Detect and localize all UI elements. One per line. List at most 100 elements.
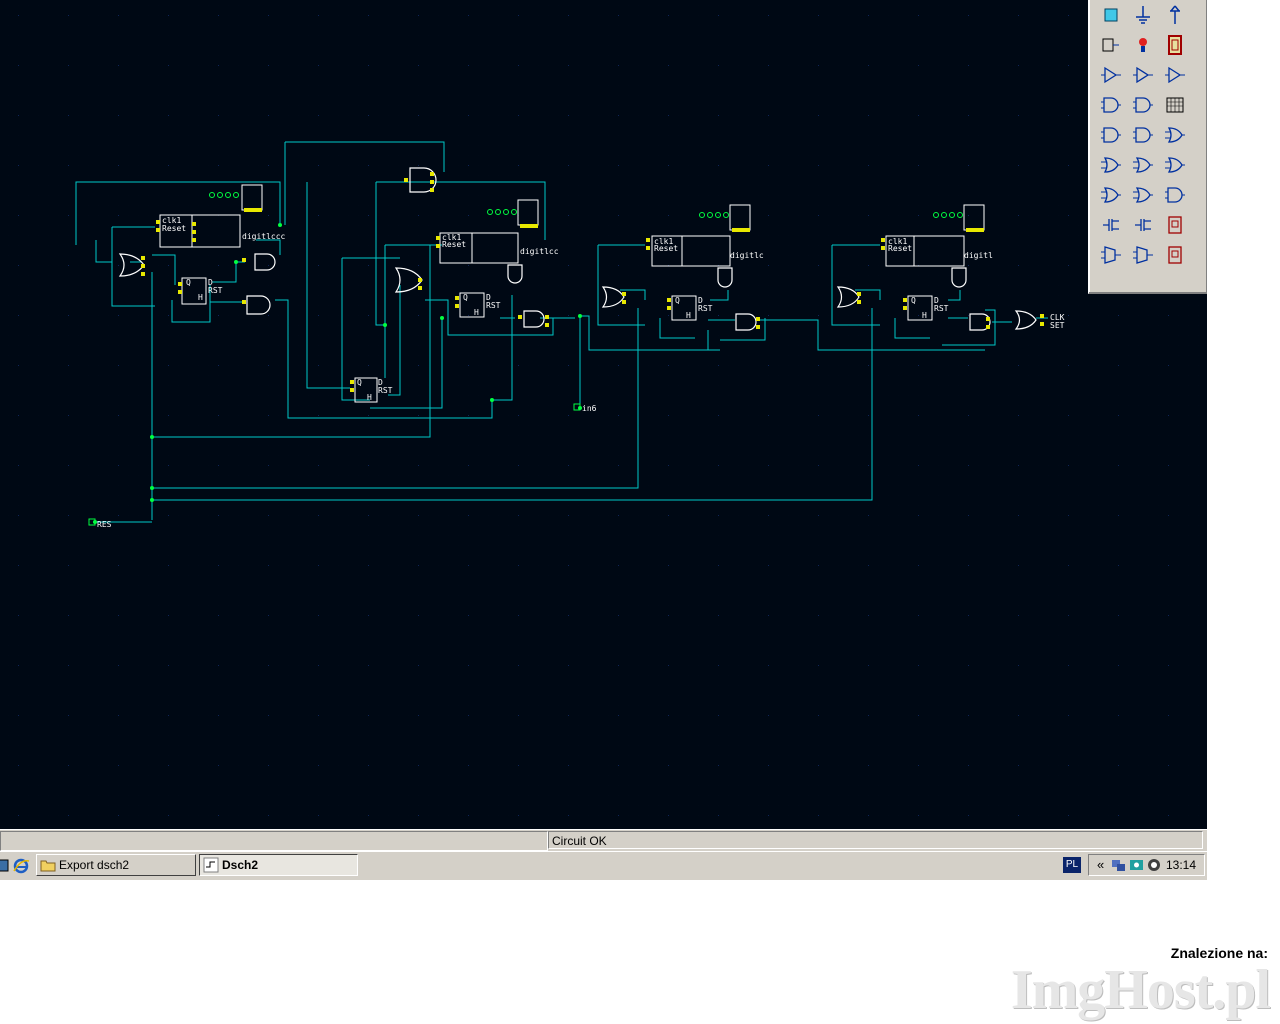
flipflop-q-label: Q xyxy=(186,278,191,287)
flipflop-d-label: D xyxy=(698,296,703,305)
buffer-icon[interactable] xyxy=(1099,63,1123,87)
flipflop-4[interactable]: Q D RST H xyxy=(671,295,713,321)
and-gate xyxy=(717,267,733,288)
flipflop-d-label: D xyxy=(934,296,939,305)
counter-clk-label: clk1 xyxy=(162,216,181,225)
rst-label: RST xyxy=(698,304,713,313)
or-gate xyxy=(394,267,423,293)
task-label-dsch2: Dsch2 xyxy=(222,858,259,872)
schematic-canvas[interactable]: clk1 Reset digitlccc clk1 Reset digitlcc… xyxy=(0,0,1207,829)
and-gate xyxy=(507,264,523,284)
counter-reset-label: Reset xyxy=(442,240,466,249)
latch-icon[interactable] xyxy=(1163,213,1187,237)
schematic-drawing[interactable]: clk1 Reset digitlccc clk1 Reset digitlcc… xyxy=(0,0,1207,829)
mux-icon[interactable] xyxy=(1099,243,1123,267)
vdd-icon[interactable] xyxy=(1163,3,1187,27)
taskbar: Export dsch2 Dsch2 PL « 13:14 xyxy=(0,851,1207,880)
task-button-export[interactable]: Export dsch2 xyxy=(36,854,196,876)
in6-input-pin[interactable] xyxy=(573,403,581,411)
flipflop-h-label: H xyxy=(198,293,203,302)
flipflop-d-label: D xyxy=(208,278,213,287)
and-gate xyxy=(735,313,757,331)
dff-icon[interactable] xyxy=(1163,243,1187,267)
flipflop-2[interactable]: Q D RST H xyxy=(354,377,393,403)
xor2-gate-icon[interactable] xyxy=(1099,183,1123,207)
register-icon[interactable] xyxy=(1099,33,1123,57)
and-gate-icon[interactable] xyxy=(1099,93,1123,117)
digit-label-4: digitl xyxy=(964,251,993,260)
or-gate xyxy=(601,286,625,308)
tristate-icon[interactable] xyxy=(1163,63,1187,87)
and-gate xyxy=(951,267,967,288)
and-gate xyxy=(409,167,437,193)
watermark-logo: ImgHost.pl xyxy=(1010,959,1271,1021)
xor-gate-icon[interactable] xyxy=(1163,153,1187,177)
task-label-export: Export dsch2 xyxy=(59,858,130,872)
counter-reset-label: Reset xyxy=(654,244,678,253)
counter-reset-label: Reset xyxy=(888,244,912,253)
set-label: SET xyxy=(1050,321,1065,330)
flipflop-d-label: D xyxy=(378,378,383,387)
keyboard-icon[interactable] xyxy=(1163,93,1187,117)
nor3-gate-icon[interactable] xyxy=(1131,153,1155,177)
or-gate xyxy=(118,253,145,277)
or3-gate-icon[interactable] xyxy=(1099,153,1123,177)
component-palette xyxy=(1088,0,1207,294)
clock: 13:14 xyxy=(1165,858,1196,872)
flipflop-q-label: Q xyxy=(463,293,468,302)
rst-label: RST xyxy=(934,304,949,313)
led-icon[interactable] xyxy=(1131,33,1155,57)
counter-block-4[interactable]: clk1 Reset digitl xyxy=(885,204,993,267)
and-gate xyxy=(246,295,271,315)
pin-markers xyxy=(141,172,1044,392)
ground-icon[interactable] xyxy=(1131,3,1155,27)
and-gate xyxy=(523,310,545,328)
pmos-icon[interactable] xyxy=(1131,213,1155,237)
or-gate-icon[interactable] xyxy=(1163,123,1187,147)
logic-gates[interactable] xyxy=(118,167,1037,331)
flipflop-h-label: H xyxy=(367,393,372,402)
complex-gate-icon[interactable] xyxy=(1163,183,1187,207)
network-icon[interactable] xyxy=(1111,858,1126,873)
rst-label: RST xyxy=(208,286,223,295)
flipflop-h-label: H xyxy=(686,311,691,320)
display-icon[interactable] xyxy=(1163,33,1187,57)
digit-label-1: digitlccc xyxy=(242,232,286,241)
select-tool-icon[interactable] xyxy=(1099,3,1123,27)
flipflop-q-label: Q xyxy=(357,378,362,387)
and-gate xyxy=(969,313,991,331)
task-button-dsch2[interactable]: Dsch2 xyxy=(199,854,358,876)
counter-clk-label: clk1 xyxy=(888,237,907,246)
folder-icon xyxy=(40,857,56,873)
flipflop-q-label: Q xyxy=(911,296,916,305)
flipflop-3[interactable]: Q D RST H xyxy=(459,292,501,318)
tray-expand-chevron[interactable]: « xyxy=(1097,857,1105,872)
inverter-icon[interactable] xyxy=(1131,63,1155,87)
monitor-eye-icon[interactable] xyxy=(1129,858,1144,873)
flipflop-h-label: H xyxy=(474,308,479,317)
flipflop-h-label: H xyxy=(922,311,927,320)
internet-explorer-icon[interactable] xyxy=(12,857,30,875)
status-pane-left xyxy=(0,831,548,851)
security-shield-icon[interactable] xyxy=(1147,858,1162,873)
mux2-icon[interactable] xyxy=(1131,243,1155,267)
flipflop-q-label: Q xyxy=(675,296,680,305)
wire-network xyxy=(75,141,1048,523)
flipflop-5[interactable]: Q D RST H xyxy=(907,295,949,321)
digit-label-2: digitlcc xyxy=(520,247,559,256)
show-desktop-icon[interactable] xyxy=(0,857,10,875)
res-input-pin[interactable] xyxy=(88,518,96,526)
nmos-icon[interactable] xyxy=(1099,213,1123,237)
and3-gate-icon[interactable] xyxy=(1099,123,1123,147)
xnor-gate-icon[interactable] xyxy=(1131,183,1155,207)
nand-gate-icon[interactable] xyxy=(1131,93,1155,117)
flipflop-d-label: D xyxy=(486,293,491,302)
in6-label: in6 xyxy=(582,404,597,413)
status-message: Circuit OK xyxy=(548,831,1203,849)
dsch2-app-icon xyxy=(203,857,219,873)
counter-reset-label: Reset xyxy=(162,224,186,233)
led-probes xyxy=(209,192,963,218)
language-indicator[interactable]: PL xyxy=(1063,857,1081,873)
nand3-gate-icon[interactable] xyxy=(1131,123,1155,147)
or-gate xyxy=(1014,310,1037,330)
